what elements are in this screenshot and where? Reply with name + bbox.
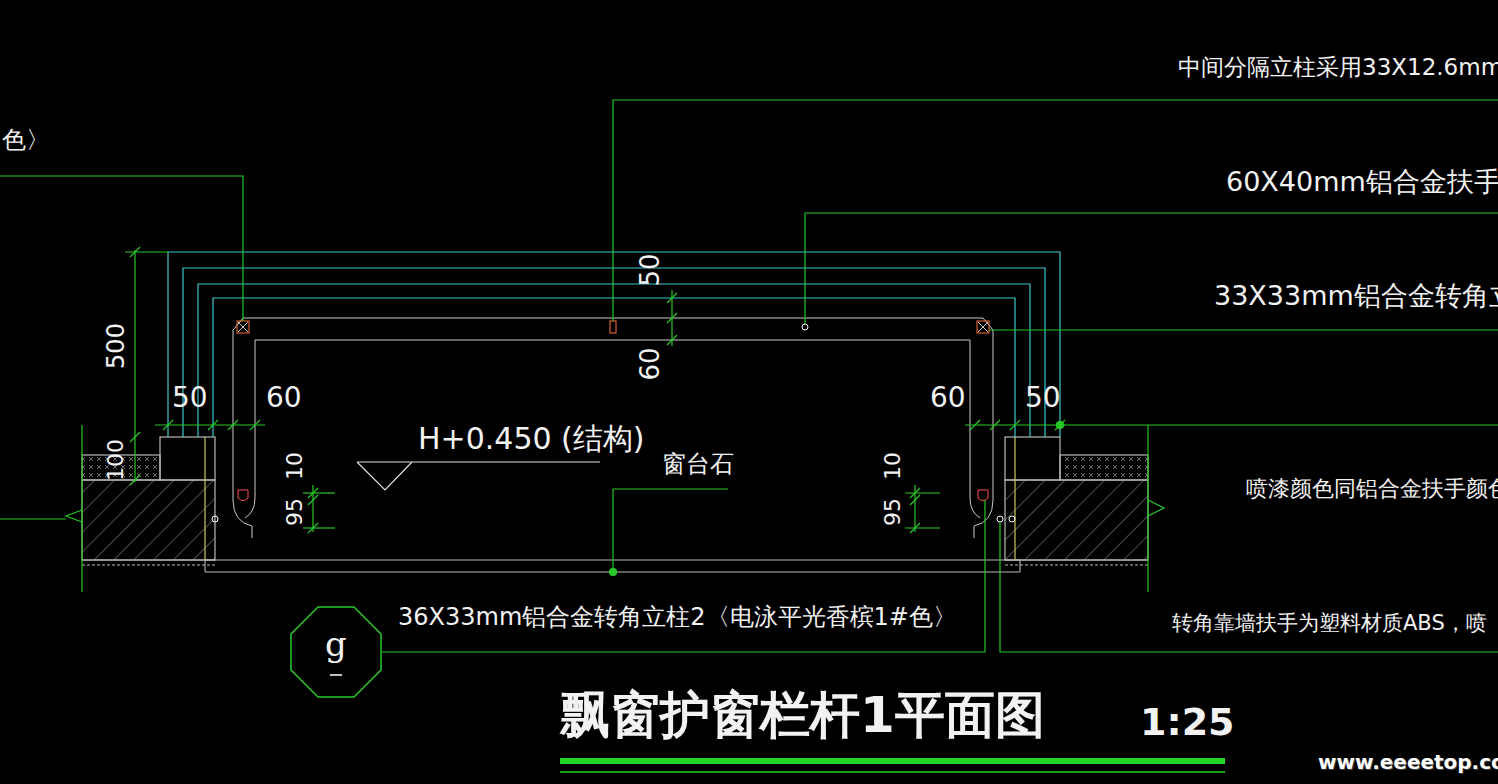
annotation-text: 60 — [930, 384, 966, 412]
rail-outline — [168, 252, 1060, 437]
annotation-text: 色〉 — [2, 128, 50, 152]
dimension-text: 60 — [637, 347, 663, 380]
section-letter: g — [325, 627, 347, 661]
dimension-text: 100 — [105, 439, 127, 481]
section-octagon: g — [289, 605, 383, 699]
dimension-text: 95 — [882, 498, 904, 526]
annotation-text: 1:25 — [1140, 703, 1235, 741]
dimension-text: 10 — [284, 452, 306, 480]
level-symbol — [357, 462, 600, 490]
left-wall — [66, 425, 215, 592]
annotation-text: 转角靠墙扶手为塑料材质ABS，喷 — [1172, 613, 1487, 634]
dimension-text: 10 — [882, 452, 904, 480]
annotation-text: 50 — [1025, 384, 1061, 412]
dimension-text: 500 — [104, 323, 128, 369]
annotation-text: 60X40mm铝合金扶手面管 — [1226, 168, 1498, 195]
annotation-text: 中间分隔立柱采用33X12.6mm扁 — [1178, 56, 1498, 79]
watermark: www.eeeetop.com — [1318, 752, 1498, 772]
title-underline — [560, 758, 1225, 772]
annotation-text: H+0.450 (结构) — [418, 424, 645, 454]
dimension-text: 50 — [637, 253, 663, 286]
annotation-text: 喷漆颜色同铝合金扶手颜色， — [1246, 478, 1498, 500]
annotation-text: 33X33mm铝合金转角立柱1 — [1214, 282, 1498, 309]
right-wall — [1005, 425, 1164, 592]
annotation-text: 60 — [266, 384, 302, 412]
dimension-text: 95 — [284, 498, 306, 526]
annotation-text: 36X33mm铝合金转角立柱2〈电泳平光香槟1#色〉 — [398, 605, 957, 629]
dimension-lines — [125, 247, 1065, 533]
drawing-title: 飘窗护窗栏杆1平面图 — [560, 690, 1045, 740]
annotation-text: 50 — [172, 384, 208, 412]
annotation-text: 窗台石 — [662, 452, 734, 476]
